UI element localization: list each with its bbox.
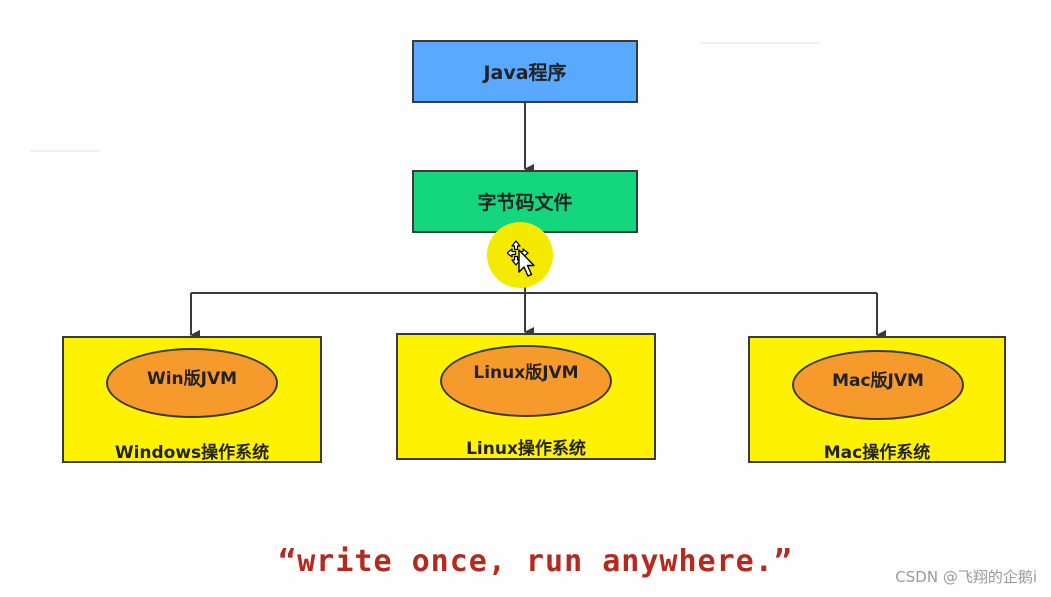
background-smudge [700,42,820,44]
java-program-node: Java程序 [412,40,638,103]
slogan-text: “write once, run anywhere.” [278,544,793,579]
bytecode-file-label: 字节码文件 [477,192,573,214]
linux-jvm-ellipse: Linux版JVM [440,345,612,417]
windows-os-label: Windows操作系统 [114,443,270,463]
mac-jvm-label: Mac版JVM [832,370,924,391]
mac-os-label: Mac操作系统 [823,443,931,463]
move-cursor-icon [507,240,535,277]
windows-os-node: Win版JVM Windows操作系统 [62,336,322,463]
csdn-watermark: CSDN @飞翔的企鹅i [895,568,1037,586]
linux-jvm-label: Linux版JVM [473,362,579,383]
mac-os-node: Mac版JVM Mac操作系统 [748,336,1006,463]
java-program-label: Java程序 [483,62,567,84]
linux-os-label: Linux操作系统 [466,439,586,459]
linux-os-node: Linux版JVM Linux操作系统 [396,333,656,460]
windows-jvm-ellipse: Win版JVM [106,348,278,418]
windows-jvm-label: Win版JVM [146,368,238,389]
mac-jvm-ellipse: Mac版JVM [792,350,964,420]
background-smudge [30,150,100,152]
